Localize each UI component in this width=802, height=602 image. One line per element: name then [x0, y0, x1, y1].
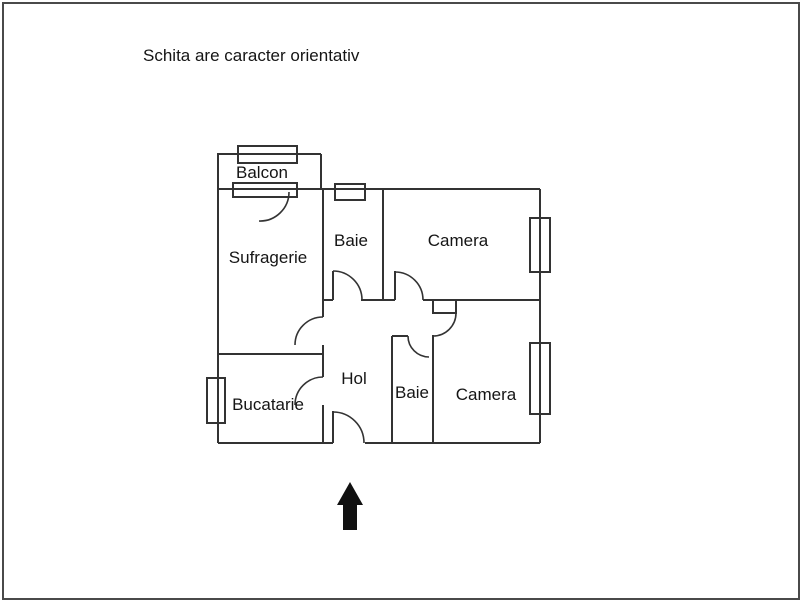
room-label-kitchen: Bucatarie [232, 395, 304, 414]
north-arrow-icon [337, 482, 363, 530]
door-arc-bathroom-bottom [407, 335, 430, 358]
wall-outline [217, 153, 541, 444]
room-label-living-room: Sufragerie [229, 248, 307, 267]
door-arc-bathroom-top [332, 270, 363, 301]
door-arcs [258, 191, 457, 444]
door-arc-living-room [294, 316, 324, 346]
walls [217, 153, 541, 444]
door-arc-bedroom-top [394, 271, 424, 301]
door-leaves [332, 271, 396, 443]
window-balcony [237, 145, 298, 164]
door-arc-bedroom-bottom [432, 312, 457, 337]
window-living-room [232, 182, 298, 198]
room-labels: Balcon Sufragerie Baie Camera Bucatarie … [229, 163, 517, 414]
window-bedroom-bottom [529, 342, 551, 415]
room-label-bedroom-bottom: Camera [456, 385, 517, 404]
window-bathroom-top [334, 183, 366, 201]
window-kitchen [206, 377, 226, 424]
room-label-bathroom-top: Baie [334, 231, 368, 250]
room-label-hallway: Hol [341, 369, 367, 388]
door-arc-entrance [332, 411, 365, 444]
sketch-title: Schita are caracter orientativ [143, 46, 360, 65]
window-bedroom-top [529, 217, 551, 273]
door-arc-kitchen [294, 376, 324, 406]
room-label-balcony: Balcon [236, 163, 288, 182]
room-label-bedroom-top: Camera [428, 231, 489, 250]
room-label-bathroom-bottom: Baie [395, 383, 429, 402]
window-symbols [206, 145, 551, 424]
